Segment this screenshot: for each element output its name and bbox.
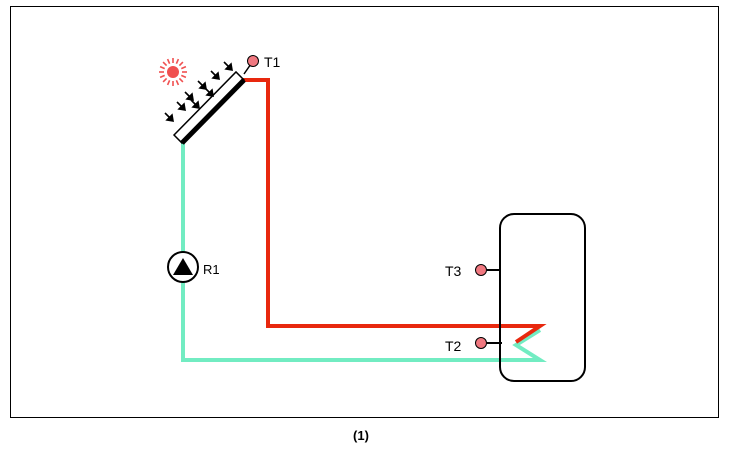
sensor-t1-label: T1 [264,54,281,70]
pump-label: R1 [203,262,220,277]
sensor-t1: T1 [243,54,281,75]
radiation-arrows [164,61,233,122]
sensor-t3-label: T3 [445,263,462,279]
diagram-frame [10,6,719,418]
pump-icon: R1 [167,251,220,283]
sensor-t2-label: T2 [445,338,462,354]
sensor-t3: T3 [445,263,500,279]
hot-supply-line [240,78,547,344]
sun-icon [159,58,187,86]
sensor-t2: T2 [445,337,502,354]
solar-collector [172,70,246,145]
figure-caption: (1) [353,428,369,443]
storage-tank [499,213,586,382]
cold-return-line [181,140,547,362]
